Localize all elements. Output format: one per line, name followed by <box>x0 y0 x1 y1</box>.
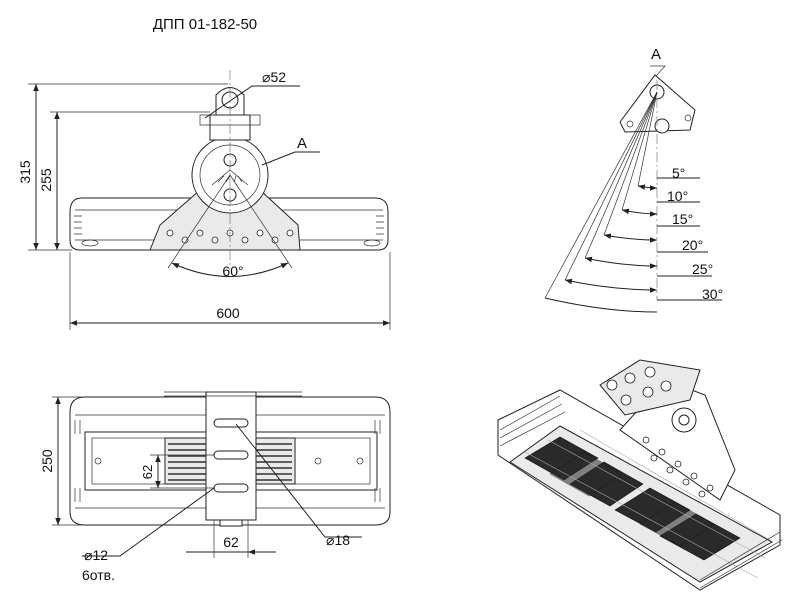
angle-rays <box>544 91 658 299</box>
dim-depth: 250 <box>39 449 55 473</box>
dim-hole-diameter: ⌀18 <box>326 532 350 548</box>
angle-label-5: 5° <box>672 165 685 181</box>
detail-label: А <box>651 46 661 63</box>
small-hole-count: 6отв. <box>82 567 115 583</box>
angle-label-15: 15° <box>672 211 693 227</box>
dim-slot-pitch-v: 62 <box>140 465 155 479</box>
front-view: ⌀52 А 315 255 60° 600 <box>17 69 391 330</box>
angle-label-10: 10° <box>667 188 688 204</box>
angle-label-20: 20° <box>682 237 703 253</box>
angle-label-25: 25° <box>692 261 713 277</box>
dim-small-hole-diameter: ⌀12 <box>84 547 108 563</box>
dim-tilt-angle: 60° <box>222 263 243 279</box>
dim-slot-pitch-h: 62 <box>223 534 239 550</box>
led-modules <box>524 436 741 561</box>
dim-height-total: 315 <box>17 160 33 184</box>
dim-width: 600 <box>216 305 240 321</box>
dim-mount-diameter: ⌀52 <box>262 69 286 85</box>
angle-arcs <box>544 177 722 313</box>
detail-view-a: А 5° 10° 15° 20° 25° 30° <box>544 46 723 313</box>
isometric-view <box>497 359 783 591</box>
detail-ref-a: А <box>297 135 307 152</box>
angle-label-30: 30° <box>702 286 723 302</box>
dim-height-body: 255 <box>38 168 54 192</box>
bottom-view: 250 62 62 ⌀18 ⌀12 6отв. <box>39 391 391 583</box>
bracket-holes <box>166 229 294 244</box>
drawing-title: ДПП 01-182-50 <box>153 16 257 33</box>
